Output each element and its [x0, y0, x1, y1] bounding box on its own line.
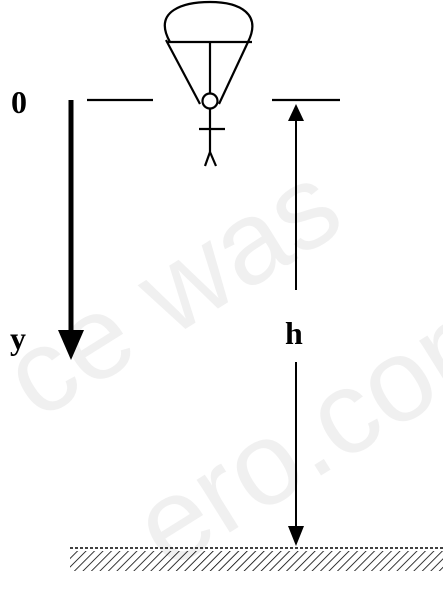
parachute-icon [163, 0, 254, 167]
height-dimension [272, 98, 340, 546]
bottom-arrowhead [288, 526, 304, 546]
jumper-leg-right [208, 151, 218, 167]
shroud-line-left [165, 39, 201, 105]
jumper-leg-left [203, 151, 212, 167]
ground [70, 547, 443, 571]
height-label: h [285, 315, 303, 351]
jumper-head [201, 92, 219, 110]
diagram-drawing [58, 0, 443, 571]
shroud-line-right [218, 41, 249, 105]
top-arrowhead [288, 104, 304, 121]
origin-label: 0 [11, 84, 27, 120]
y-axis-label: y [10, 320, 26, 356]
canopy-dome [163, 0, 254, 43]
y-axis-arrow [58, 100, 84, 360]
